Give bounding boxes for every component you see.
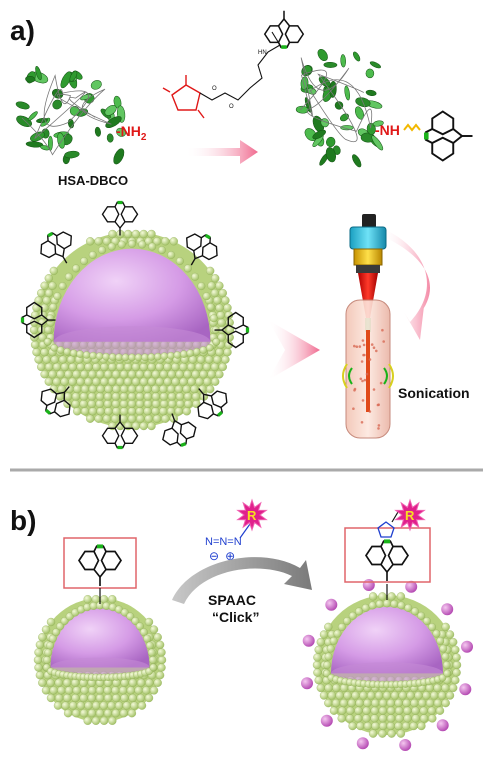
panel-b-label: b)	[10, 505, 36, 536]
probe-sonicator	[342, 214, 394, 439]
triazole-highlight-box	[344, 527, 431, 583]
sonication-label: Sonication	[398, 385, 470, 401]
reaction-arrow-1	[185, 140, 258, 164]
azide-dye-reagent: N=N=N ⊖⊕ R	[205, 498, 268, 563]
panel-a-label: a)	[10, 15, 35, 46]
reporter-label: R	[247, 508, 257, 523]
amine-group-label: -NH2	[116, 123, 147, 143]
reporter-label-product: R	[405, 508, 415, 523]
svg-text:O: O	[229, 104, 234, 110]
linker-chain	[403, 123, 421, 132]
reporter-dye-star	[236, 498, 268, 532]
svg-text:N=N=N: N=N=N	[205, 536, 242, 548]
triazole-product-structure	[364, 511, 410, 583]
spaac-label: SPAAC	[208, 592, 256, 608]
hsa-protein-structure-left	[15, 66, 126, 165]
svg-text:HN: HN	[258, 50, 267, 56]
hsa-dbco-label: HSA-DBCO	[58, 173, 128, 188]
svg-text:⊖⊕: ⊖⊕	[209, 549, 235, 563]
reporter-dye-star-product	[394, 498, 426, 532]
dbco-group-attached	[423, 109, 475, 163]
curved-arrow-to-sonicator	[382, 228, 430, 340]
reaction-arrow-2	[268, 320, 320, 380]
dbco-group	[77, 544, 123, 588]
spaac-reaction-arrow	[172, 557, 312, 604]
albumin-nanoparticle-dbco	[20, 200, 250, 453]
click-label: “Click”	[212, 609, 259, 625]
dbco-nhs-reagent-structure: O O HN	[162, 9, 305, 119]
dye-labeled-nanoparticle	[301, 579, 473, 751]
dbco-nanoparticle	[33, 595, 167, 725]
hsa-protein-structure-right	[295, 48, 384, 168]
svg-text:O: O	[212, 86, 217, 92]
amide-link-label: -NH	[375, 122, 400, 138]
